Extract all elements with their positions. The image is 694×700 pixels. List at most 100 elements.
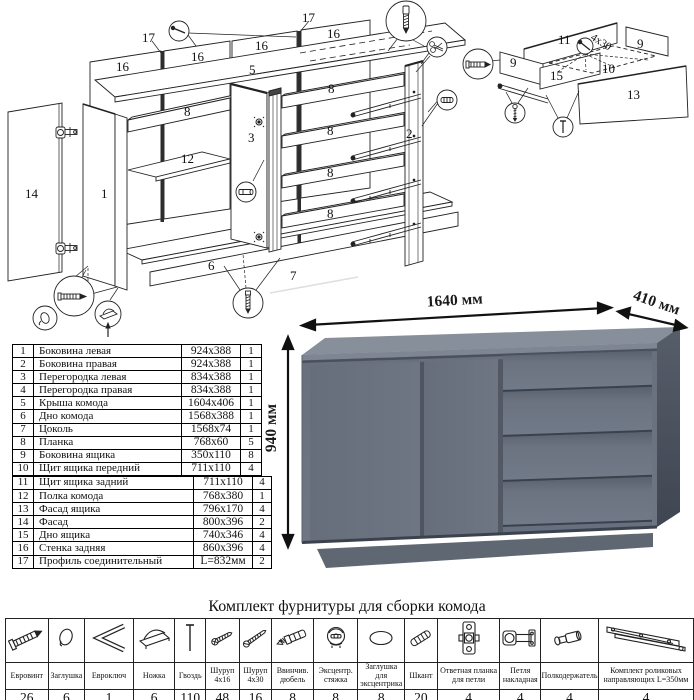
cam-marks <box>253 116 265 243</box>
foot-icon-d <box>99 308 118 337</box>
svg-text:16: 16 <box>327 26 341 41</box>
side-panel-1 <box>82 103 128 291</box>
screws-pair-icon <box>429 41 444 53</box>
svg-text:16: 16 <box>191 49 205 64</box>
screw-4x16-icon <box>205 618 240 663</box>
svg-text:410 мм: 410 мм <box>631 287 683 319</box>
svg-text:8: 8 <box>328 81 335 96</box>
door-left <box>310 361 420 542</box>
svg-text:11: 11 <box>558 32 571 47</box>
hardware-table: Евровинт Заглушка Евроключ Ножка Гвоздь … <box>5 618 694 700</box>
partition-4 <box>268 87 282 253</box>
drawer-slide-icon <box>597 618 694 663</box>
callout-circles <box>32 0 594 337</box>
hinge-plate-icon <box>436 618 501 663</box>
svg-text:7: 7 <box>290 268 297 283</box>
hardware-title: Комплект фурнитуры для сборки комода <box>208 598 486 615</box>
top-panel-5 <box>93 22 467 103</box>
hardware-icons-row <box>5 618 694 663</box>
hinge-icon <box>499 618 542 663</box>
shelf-12 <box>127 151 231 182</box>
euro-screw-icon <box>5 618 49 663</box>
svg-text:10: 10 <box>602 61 615 76</box>
svg-text:5: 5 <box>249 62 256 77</box>
dowel-screw-icon <box>402 5 410 35</box>
svg-text:9: 9 <box>637 36 644 51</box>
screw-vert-icon <box>245 290 251 315</box>
cap-icon-d <box>38 312 50 326</box>
svg-text:940 мм: 940 мм <box>263 403 280 452</box>
dowel-icon <box>440 97 454 103</box>
svg-text:8: 8 <box>327 123 334 138</box>
hardware-qty-row: 26 6 1 6 110 48 16 8 8 8 20 4 4 4 4 <box>5 688 694 700</box>
confirmat-icon <box>465 60 492 69</box>
dresser-body <box>301 327 680 568</box>
svg-text:2: 2 <box>406 126 413 141</box>
foot-icon <box>132 618 176 663</box>
svg-text:16: 16 <box>255 38 269 53</box>
svg-text:14: 14 <box>25 186 39 201</box>
hex-key-icon <box>84 618 134 663</box>
svg-text:1: 1 <box>101 186 108 201</box>
svg-text:15: 15 <box>550 68 563 83</box>
screw-icon-1 <box>512 103 518 122</box>
nail-icon <box>174 618 207 663</box>
svg-text:3: 3 <box>248 130 255 145</box>
svg-text:8: 8 <box>327 165 334 180</box>
cam-lock-icon <box>312 618 359 663</box>
plinth <box>317 533 653 568</box>
plank-8-left <box>127 94 235 133</box>
shelf-pin-icon <box>540 618 599 663</box>
cap-icon <box>47 618 86 663</box>
side-panel-2 <box>404 60 424 267</box>
screw-4x30-icon <box>238 618 273 663</box>
svg-text:8: 8 <box>184 104 191 119</box>
svg-text:17: 17 <box>302 10 316 25</box>
drawer-fronts <box>503 350 652 534</box>
door-right <box>424 359 498 537</box>
confirmat-icon-2 <box>57 292 88 301</box>
drawer-assembly <box>497 22 689 125</box>
svg-text:16: 16 <box>116 59 130 74</box>
exploded-diagram: 16 16 16 16 17 17 5 8 3 12 1 14 2 6 7 8 … <box>7 0 689 337</box>
drawer-slides-group <box>350 93 422 247</box>
svg-text:6: 6 <box>208 258 215 273</box>
nail-icon-2 <box>560 120 566 133</box>
svg-text:12: 12 <box>181 151 194 166</box>
svg-text:9: 9 <box>510 55 517 70</box>
svg-text:13: 13 <box>627 87 640 102</box>
hinge-icons <box>55 126 78 255</box>
cam-dowel-icon <box>238 189 254 195</box>
hardware-names-row: Евровинт Заглушка Евроключ Ножка Гвоздь … <box>5 662 694 690</box>
screw-4x30-icon <box>577 39 591 51</box>
dresser-photo: 1640 мм 410 мм 940 мм <box>263 276 689 568</box>
screw-4x30-leaders <box>555 53 649 74</box>
dowel-screw-hw-icon <box>271 618 314 663</box>
svg-text:8: 8 <box>327 206 334 221</box>
partition-3 <box>230 82 272 249</box>
leader-lines <box>61 20 580 301</box>
plank-8-right-group <box>281 71 408 229</box>
svg-text:17: 17 <box>142 30 156 45</box>
plinth-7 <box>149 211 459 287</box>
cam-cap-icon <box>357 618 406 663</box>
